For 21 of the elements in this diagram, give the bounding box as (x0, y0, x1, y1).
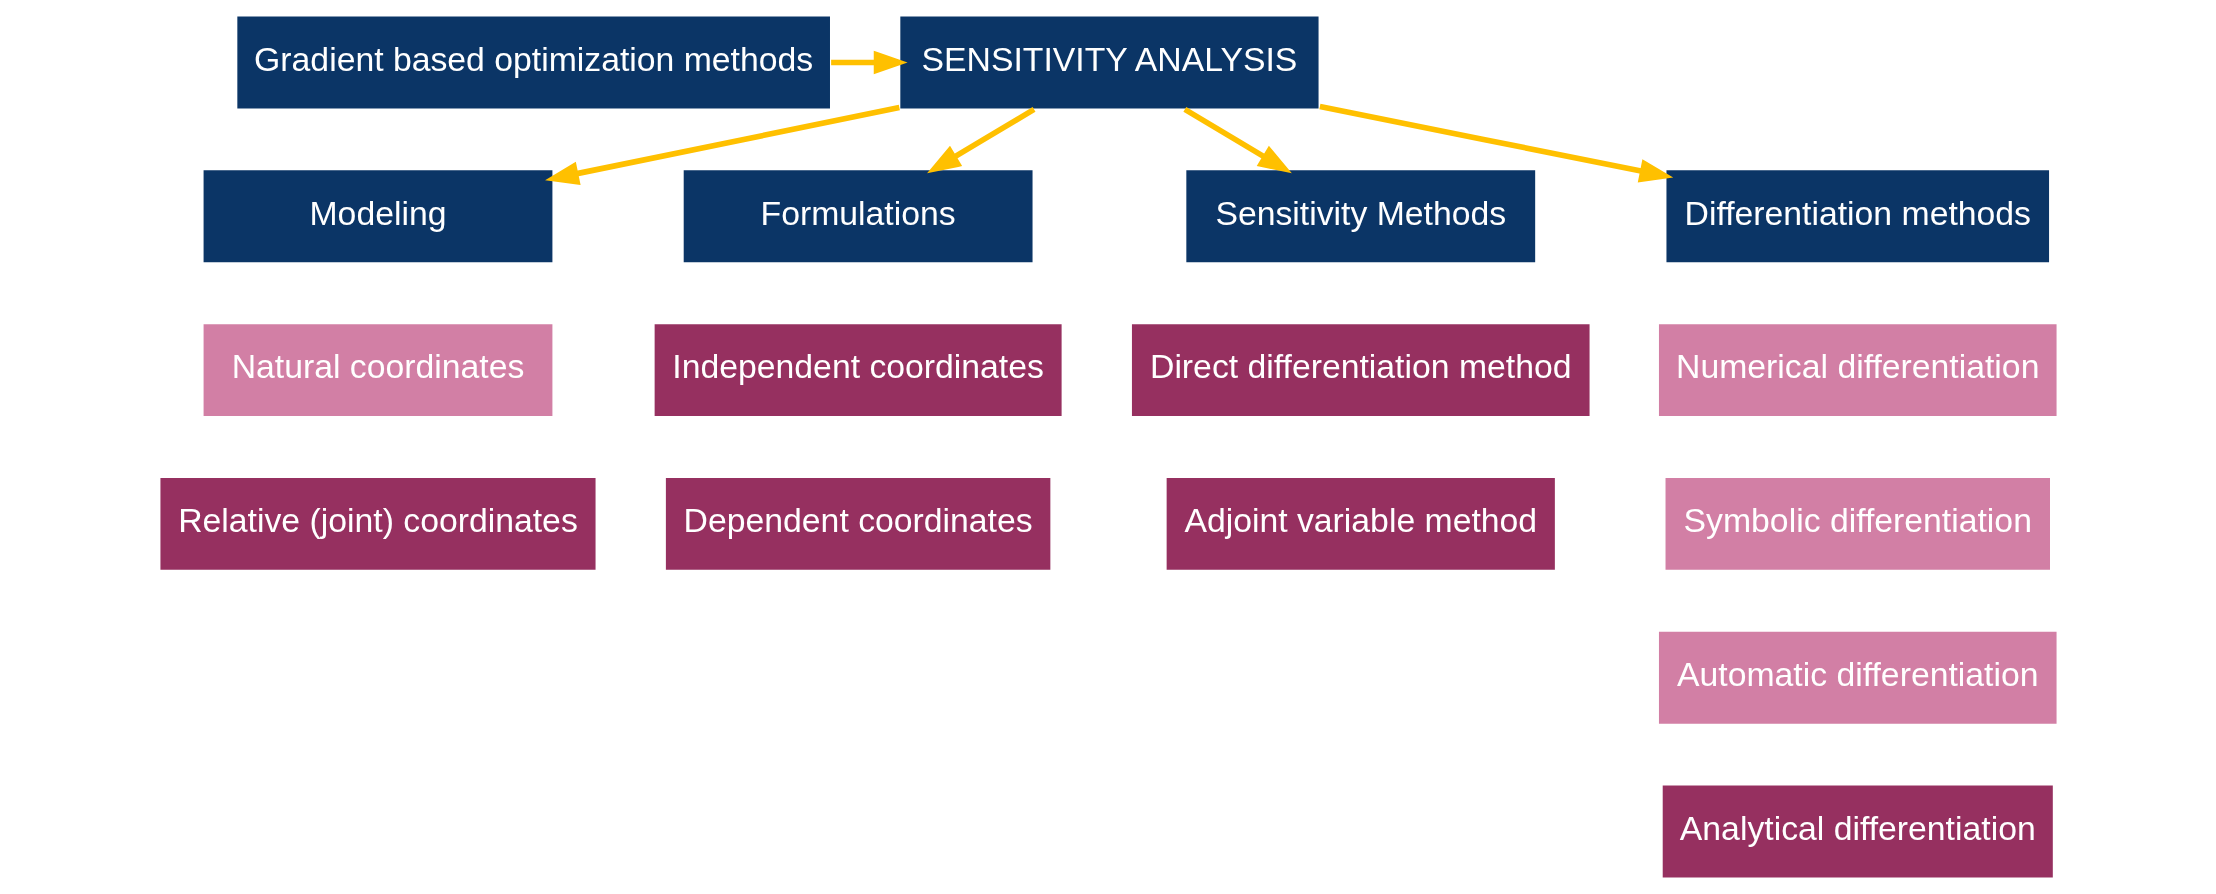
node-box: Natural coordinates (201, 322, 554, 418)
node-box: Automatic differentiation (1656, 629, 2058, 726)
node-box: Independent coordinates (652, 322, 1063, 418)
node-box: Modeling (201, 168, 554, 265)
node-box: Gradient based optimization methods (234, 14, 832, 111)
arrow (926, 107, 1035, 174)
arrow (1318, 103, 1673, 183)
node-box: SENSITIVITY ANALYSIS (897, 14, 1320, 111)
arrow (544, 104, 900, 185)
node-box: Direct differentiation method (1129, 322, 1591, 418)
node-box: Symbolic differentiation (1663, 476, 2052, 572)
node-box: Numerical differentiation (1656, 322, 2058, 418)
node-box: Formulations (681, 168, 1034, 265)
node-box: Adjoint variable method (1164, 476, 1557, 572)
node-box: Relative (joint) coordinates (158, 476, 597, 572)
node-box: Analytical differentiation (1660, 783, 2055, 880)
node-box: Dependent coordinates (663, 476, 1052, 572)
node-box: Sensitivity Methods (1183, 168, 1537, 265)
node-box: Differentiation methods (1664, 168, 2051, 265)
arrow (1182, 107, 1292, 174)
arrow (830, 50, 908, 75)
